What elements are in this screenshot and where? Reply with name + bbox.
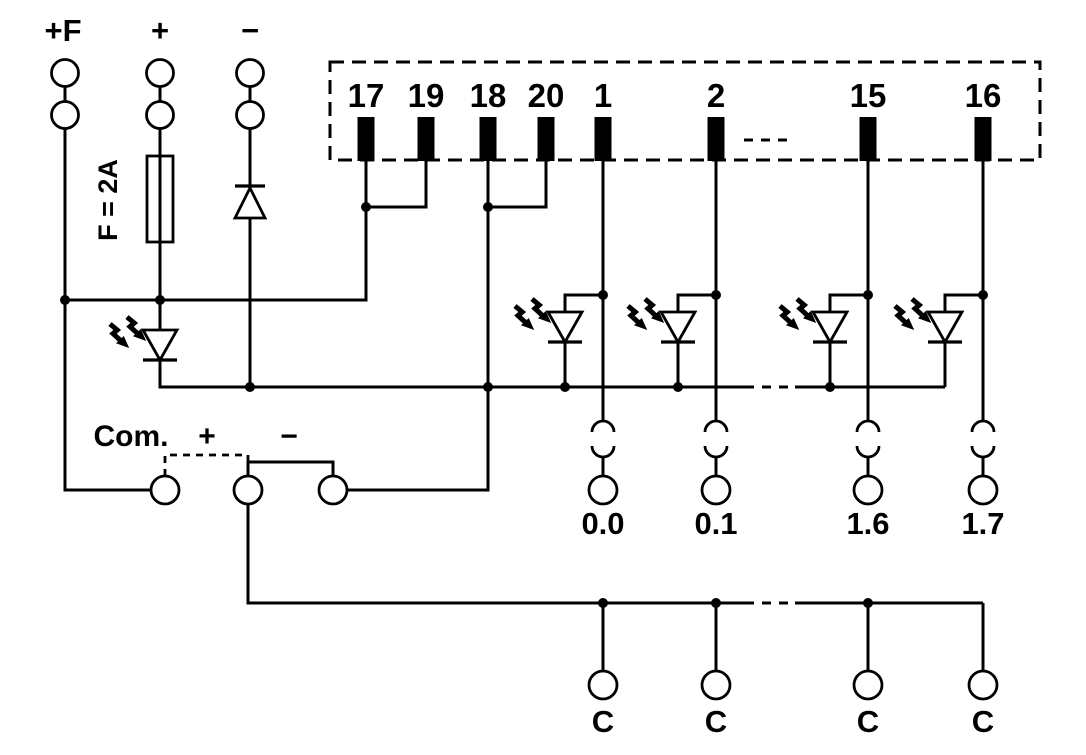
protection-diode-symbol <box>232 184 268 220</box>
pin-16 <box>974 117 992 161</box>
pin-number: 2 <box>707 77 725 114</box>
common-output-label: C <box>857 704 879 739</box>
output-terminal-2 <box>852 474 884 506</box>
clamp-contact-1 <box>703 419 729 459</box>
pin-20 <box>537 117 555 161</box>
minus-label: − <box>241 13 259 48</box>
connector-pins <box>357 117 992 161</box>
pin-15 <box>859 117 877 161</box>
clamp-contact-3 <box>970 419 996 459</box>
pin-2 <box>707 117 725 161</box>
status-led-channel-2 <box>780 299 847 342</box>
output-terminal-0 <box>587 474 619 506</box>
pin-number: 16 <box>965 77 1002 114</box>
field-plus-terminal-lower <box>50 100 80 130</box>
channel-label: 1.7 <box>961 506 1004 541</box>
pin-number: 17 <box>348 77 385 114</box>
pin-number: 20 <box>528 77 565 114</box>
pin-number: 19 <box>408 77 445 114</box>
output-terminal-1 <box>700 474 732 506</box>
c-terminal-3 <box>967 669 999 701</box>
plus-terminal-lower <box>145 100 175 130</box>
channel-label: 0.1 <box>694 506 737 541</box>
com-label: Com. <box>94 420 169 453</box>
common-output-label: C <box>705 704 727 739</box>
pin-19 <box>417 117 435 161</box>
pin-number: 15 <box>850 77 887 114</box>
plus-terminal-upper <box>145 58 175 88</box>
c-terminal-2 <box>852 669 884 701</box>
field-plus-terminal-upper <box>50 58 80 88</box>
pin-1 <box>594 117 612 161</box>
pin-17 <box>357 117 375 161</box>
clamp-contact-2 <box>855 419 881 459</box>
com-jumper-dashed <box>163 453 250 476</box>
status-led-channel-3 <box>895 299 962 342</box>
terminals <box>50 58 999 701</box>
common-output-label: C <box>972 704 994 739</box>
channel-label: 0.0 <box>581 506 624 541</box>
connector-outline <box>328 60 1042 162</box>
wires <box>63 73 985 685</box>
status-led-channel-0 <box>515 299 582 342</box>
c-terminal-1 <box>700 669 732 701</box>
plus-label: + <box>151 13 169 48</box>
channel-label: 1.6 <box>846 506 889 541</box>
com-plus-label: + <box>198 420 216 453</box>
field-plus-label: +F <box>44 13 81 48</box>
fuse-symbol <box>145 154 175 244</box>
pin-number: 18 <box>470 77 507 114</box>
continuation-dashes <box>744 138 795 605</box>
status-led-channel-1 <box>628 299 695 342</box>
pin-number: 1 <box>594 77 612 114</box>
minus-terminal-lower <box>235 100 265 130</box>
pin-18 <box>479 117 497 161</box>
com-minus-label: − <box>280 420 298 453</box>
junction-dots <box>60 202 988 608</box>
plus-common-terminal <box>232 474 264 506</box>
status-led-main <box>110 317 177 360</box>
com-terminal <box>149 474 181 506</box>
output-terminal-3 <box>967 474 999 506</box>
fuse-label: F = 2A <box>93 159 123 241</box>
c-terminal-0 <box>587 669 619 701</box>
minus-terminal-upper <box>235 58 265 88</box>
minus-common-terminal <box>317 474 349 506</box>
common-output-label: C <box>592 704 614 739</box>
clamp-contact-0 <box>590 419 616 459</box>
